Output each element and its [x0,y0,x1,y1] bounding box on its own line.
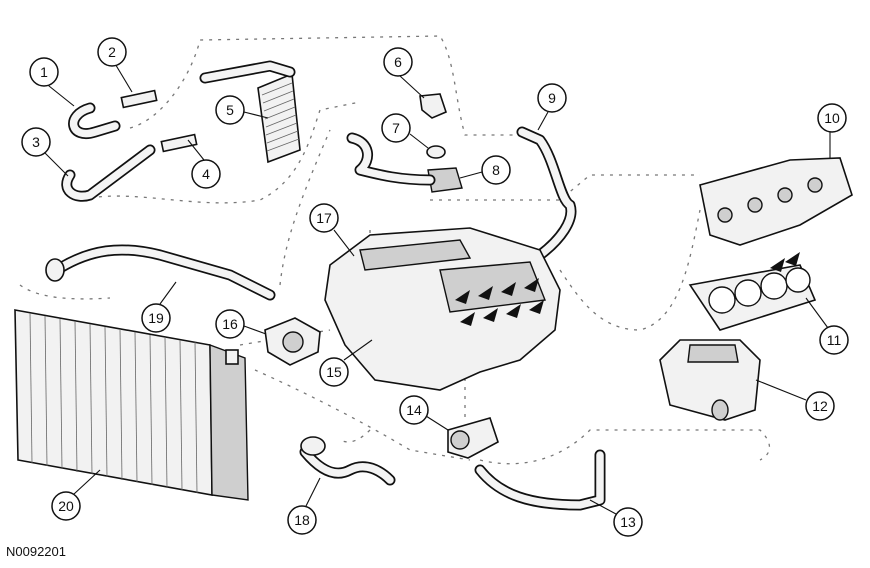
callout-13: 13 [589,499,643,537]
svg-text:3: 3 [32,134,40,150]
heater-hoses [61,89,198,202]
svg-text:7: 7 [392,120,400,136]
svg-text:13: 13 [620,514,636,530]
water-pump [264,317,321,366]
callouts: 1 2 3 4 5 6 7 [21,37,849,537]
thermostat-assembly [346,93,463,193]
svg-text:20: 20 [58,498,74,514]
callout-17: 17 [309,203,355,257]
callout-2: 2 [97,37,133,93]
svg-text:4: 4 [202,166,210,182]
svg-text:10: 10 [824,110,840,126]
degas-bottle [659,339,761,421]
callout-1: 1 [29,57,75,107]
callout-14: 14 [399,395,449,431]
figure-reference-code: N0092201 [6,544,66,559]
svg-text:2: 2 [108,44,116,60]
callout-16: 16 [215,309,267,339]
svg-text:12: 12 [812,398,828,414]
callout-19: 19 [141,281,177,333]
callout-11: 11 [805,297,849,355]
svg-text:17: 17 [316,210,332,226]
svg-text:19: 19 [148,310,164,326]
svg-text:1: 1 [40,64,48,80]
degas-hose [516,126,577,261]
svg-text:14: 14 [406,402,422,418]
callout-6: 6 [383,47,425,99]
callout-5: 5 [215,95,269,125]
callout-10: 10 [817,103,847,158]
svg-text:11: 11 [827,332,842,348]
cylinder-head [699,157,853,246]
callout-4: 4 [187,139,221,189]
callout-15: 15 [319,339,373,387]
svg-text:16: 16 [222,316,238,332]
heater-core [199,60,301,164]
lower-radiator-hose [299,436,396,486]
callout-7: 7 [381,113,429,149]
svg-text:8: 8 [492,162,500,178]
head-gasket [688,264,817,331]
callout-18: 18 [287,477,321,535]
svg-text:15: 15 [326,364,342,380]
lower-thermostat-housing [447,417,499,459]
callout-3: 3 [21,127,69,177]
svg-text:5: 5 [226,102,234,118]
svg-text:18: 18 [294,512,310,528]
svg-text:6: 6 [394,54,402,70]
bypass-hose [474,449,606,511]
callout-12: 12 [755,379,835,421]
callout-9: 9 [537,83,567,131]
callout-20: 20 [51,469,101,521]
callout-8: 8 [459,155,511,185]
radiator [14,309,249,501]
svg-text:9: 9 [548,90,556,106]
upper-radiator-hose [45,244,276,301]
engine-block [324,227,800,391]
